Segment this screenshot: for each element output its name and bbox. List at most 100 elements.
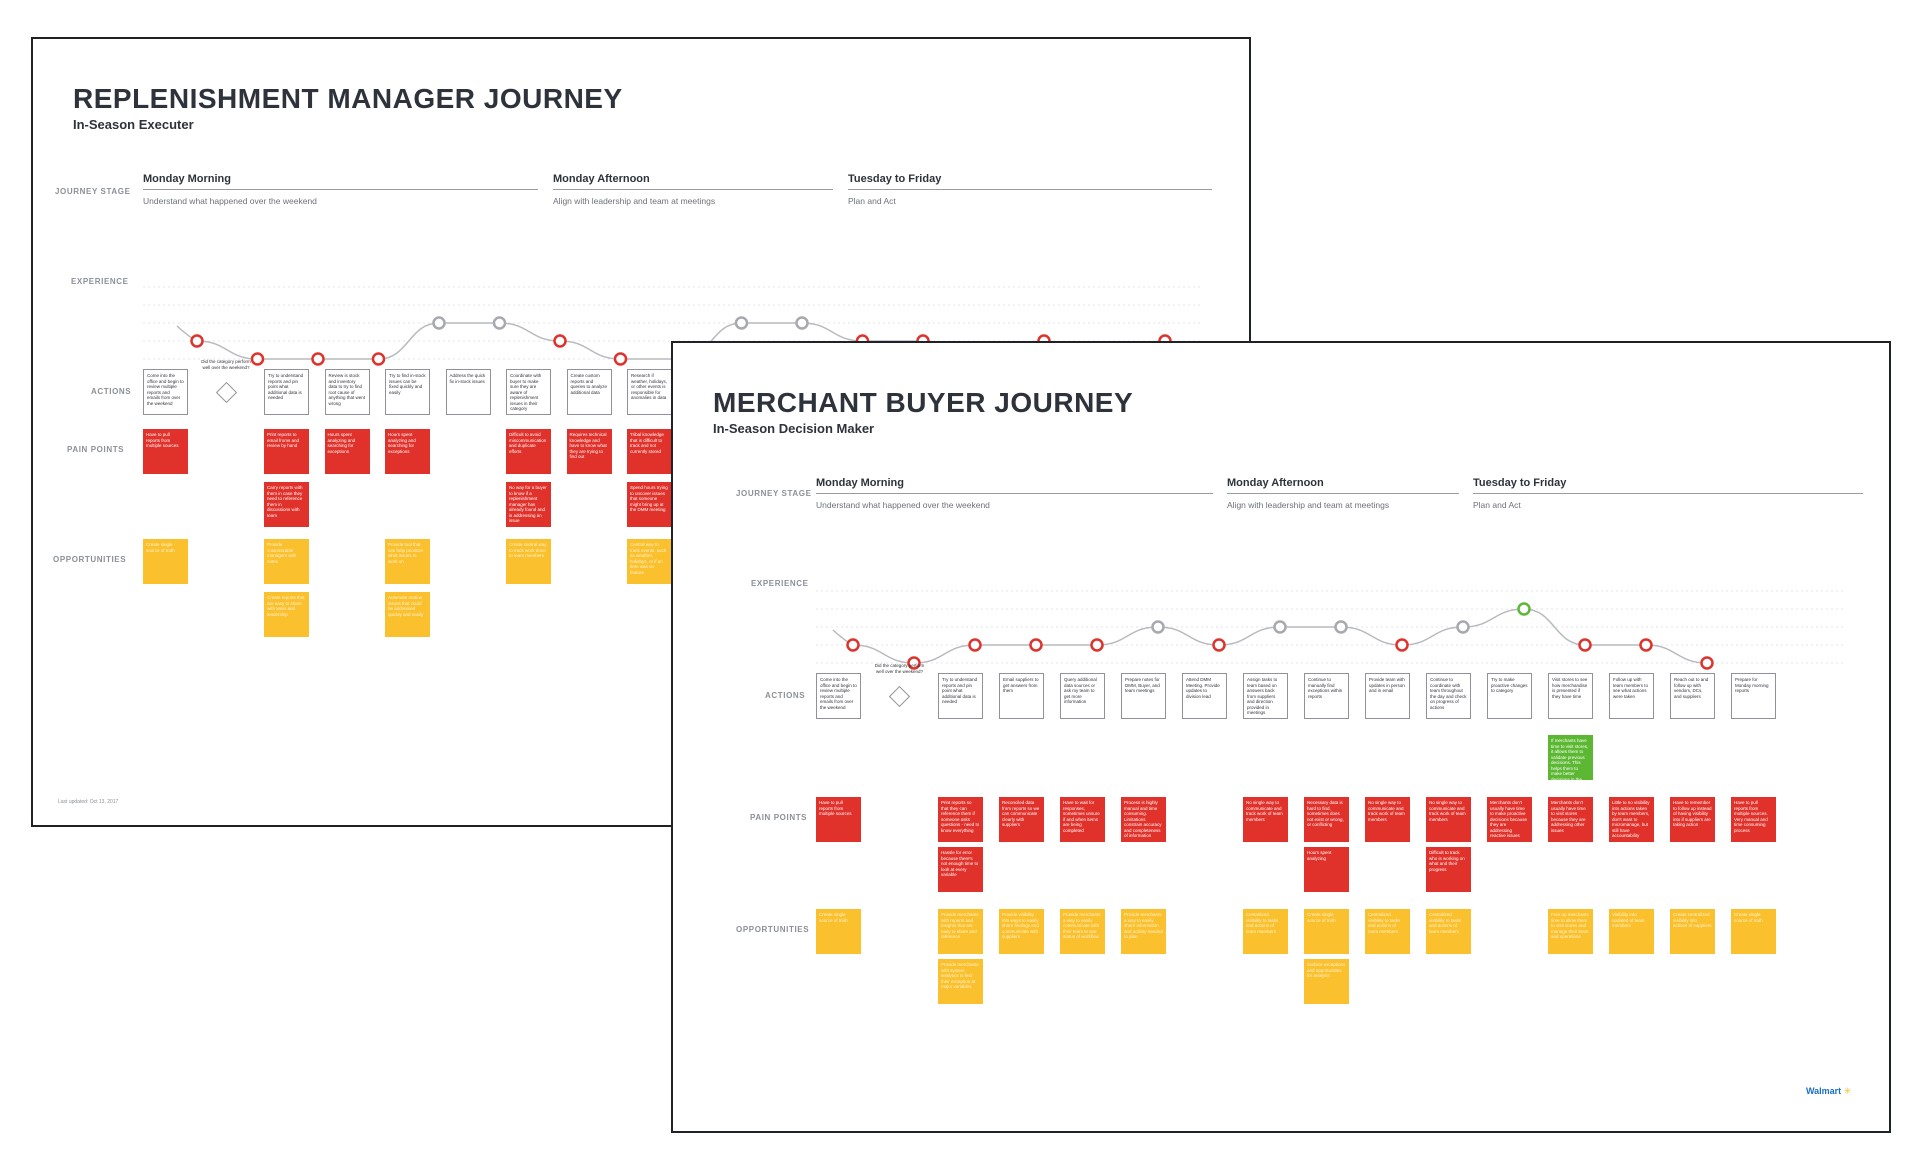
experience-point [1212,638,1226,652]
pain-point-note: Reconciled data from reports so we can c… [999,797,1044,842]
walmart-wordmark: Walmart [1806,1086,1842,1096]
pain-point-note: Merchants don't usually have time to vis… [1548,797,1593,842]
opportunity-note: Centralized visibility to tasks and acti… [1426,909,1471,954]
stage-description: Plan and Act [848,196,896,206]
action-card: Prepare notes for DMM, Buyer, and team m… [1121,673,1166,719]
pain-point-note: Hours spent analyzing and searching for … [385,429,430,474]
stage-description: Plan and Act [1473,500,1521,510]
walmart-logo: Walmart ✳ [1806,1086,1851,1097]
stage-name: Tuesday to Friday [1473,477,1863,494]
decision-question: Did the category perform well over the w… [201,359,251,370]
action-card: Try to understand reports and pin point … [264,369,309,415]
experience-point [968,638,982,652]
pain-point-note: Hassle for error because there's not eno… [938,847,983,892]
pain-point-note: Tribal knowledge that is difficult to tr… [627,429,672,474]
experience-point [553,334,567,348]
pain-point-note: Have to pull reports from multiple sourc… [816,797,861,842]
action-card: Query additional data sources or ask my … [1060,673,1105,719]
page-title: REPLENISHMENT MANAGER JOURNEY [73,83,623,114]
experience-curve [816,590,1846,670]
action-card: Assign tasks to team based on answers ba… [1243,673,1288,719]
pain-point-note: Print reports so that they can reference… [938,797,983,842]
experience-point [250,352,265,366]
action-card: Address the quick fix in-stock issues [445,369,491,415]
pain-point-note: Little to no visibility into actions tak… [1609,797,1654,842]
action-card: Continue to coordinate with team through… [1426,673,1471,719]
opportunity-note: Create single source of truth [143,539,188,584]
action-card: Prepare for Monday morning reports [1731,673,1776,719]
experience-point [311,352,325,366]
action-card: Reach out to and follow up with vendors,… [1670,673,1715,719]
opportunity-note: Provide visibility into ways to easily s… [999,909,1044,954]
row-label-journey-stage: JOURNEY STAGE [736,489,812,498]
action-card: Email suppliers to get answers from them [999,673,1044,719]
opportunity-note: Centralized visibility to tasks and acti… [1365,909,1410,954]
pain-point-note: Merchants don't usually have time to mak… [1487,797,1532,842]
opportunity-note: Create single source of truth [816,909,861,954]
pain-point-note: No way for a buyer to know if a replenis… [506,482,551,527]
stage-name: Monday Afternoon [553,173,833,190]
experience-point [613,352,628,366]
stage-name: Monday Afternoon [1227,477,1459,494]
decision-diamond [215,381,237,403]
pain-point-note: Requires technical knowledge and have to… [566,429,612,474]
pain-point-note: Have to pull reports from multiple sourc… [1731,797,1776,842]
action-card: Continue to manually find exceptions wit… [1304,673,1349,719]
opportunity-note: Create central way to track work done to… [506,539,551,584]
experience-point [1639,638,1653,652]
page-subtitle: In-Season Decision Maker [713,421,875,436]
stage-tuesday-to-friday: Tuesday to Friday Plan and Act [848,173,1212,206]
action-card: Review is stock and inventory data to tr… [324,369,370,415]
opportunity-note: Visibility into updated of team members [1609,909,1654,954]
opportunity-note: Provide merchants with reports and insig… [938,909,983,954]
page-title: MERCHANT BUYER JOURNEY [713,387,1134,418]
action-card: Come into the office and begin to review… [816,673,861,719]
experience-point [1578,638,1592,652]
insight-note: If merchants have time to visit stores, … [1548,735,1593,780]
opportunity-note: Automate routine issues that could be ad… [385,592,430,637]
opportunity-note: Provide merchants a way to easily commun… [1060,909,1105,954]
experience-point [1700,656,1714,670]
row-label-actions: ACTIONS [765,691,806,700]
experience-point [846,638,860,652]
pain-point-note: No single way to communicate and track w… [1243,797,1288,842]
action-card: Attend DMM Meeting. Provide updates to d… [1182,673,1227,719]
pain-point-note: Have to pull reports from multiple sourc… [143,429,188,474]
opportunity-note: Create single source of truth [1731,909,1776,954]
stage-description: Align with leadership and team at meetin… [553,196,716,206]
row-label-pain-points: PAIN POINTS [750,813,808,822]
opportunity-note: Provide merchants a way to easily share … [1121,909,1166,954]
experience-point [1090,638,1104,652]
row-label-journey-stage: JOURNEY STAGE [55,187,131,196]
experience-point [1395,638,1409,652]
experience-point [795,316,809,330]
stage-name: Monday Morning [143,173,538,190]
row-label-experience: EXPERIENCE [71,277,129,286]
row-label-experience: EXPERIENCE [751,579,809,588]
stage-tuesday-to-friday: Tuesday to Friday Plan and Act [1473,477,1863,510]
stage-description: Understand what happened over the weeken… [816,500,990,510]
opportunity-note: Free up merchants time to allow them to … [1548,909,1593,954]
merchant-buyer-board: MERCHANT BUYER JOURNEY In-Season Decisio… [671,341,1891,1133]
page-subtitle: In-Season Executer [73,117,194,132]
pain-point-note: Print reports to email froms and review … [264,429,309,474]
row-label-pain-points: PAIN POINTS [67,445,125,454]
row-label-opportunities: OPPORTUNITIES [53,555,127,564]
pain-point-note: Necessary data is hard to find, sometime… [1304,797,1349,842]
opportunity-note: Surface exceptions and opportunities for… [1304,959,1349,1004]
pain-point-note: Carry reports with them in case they nee… [264,482,309,527]
experience-point [1456,620,1470,634]
pain-point-note: Spend hours trying to uncover issues tha… [627,482,672,527]
pain-point-note: Difficult to avoid miscommunication and … [506,429,551,474]
row-label-actions: ACTIONS [91,387,132,396]
decision-diamond [888,685,911,707]
opportunity-note: Provide tool that can help prioritize wh… [385,539,430,584]
pain-point-note: Process is highly manual and time consum… [1121,797,1166,842]
stage-description: Understand what happened over the weeken… [143,196,317,206]
last-updated: Last updated: Oct 13, 2017 [58,799,119,805]
stage-description: Align with leadership and team at meetin… [1227,500,1390,510]
stage-monday-morning: Monday Morning Understand what happened … [143,173,538,206]
action-card: Try to find in-stock issues can be fixed… [385,369,430,415]
experience-point [1517,602,1531,616]
row-label-opportunities: OPPORTUNITIES [736,925,810,934]
